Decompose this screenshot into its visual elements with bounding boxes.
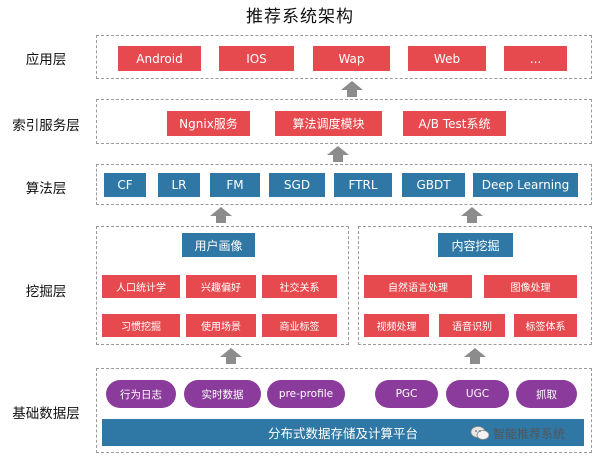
up-arrow-icon — [220, 348, 242, 364]
data-source-pill: pre-profile — [267, 380, 345, 408]
layer-label-index: 索引服务层 — [12, 118, 80, 134]
algo-item-fm: FM — [210, 173, 260, 197]
user-profile-item: 人口统计学 — [102, 275, 180, 298]
data-source-pill: UGC — [446, 380, 509, 408]
content-mining-item: 标签体系 — [514, 314, 577, 337]
watermark: 智能推荐系统 — [470, 422, 565, 444]
wechat-icon — [470, 425, 490, 441]
index-item-nginx: Ngnix服务 — [167, 111, 250, 136]
up-arrow-icon — [464, 348, 486, 364]
algo-item-ftrl: FTRL — [334, 173, 392, 197]
app-item-web: Web — [408, 46, 486, 71]
content-mining-item: 语音识别 — [439, 314, 505, 337]
layer-label-app: 应用层 — [25, 52, 67, 68]
up-arrow-icon — [327, 146, 349, 162]
index-item-abtest: A/B Test系统 — [403, 111, 506, 136]
content-mining-item: 视频处理 — [364, 314, 429, 337]
data-source-pill: 实时数据 — [184, 380, 261, 408]
up-arrow-icon — [210, 207, 232, 223]
data-source-pill: PGC — [375, 380, 438, 408]
index-item-scheduler: 算法调度模块 — [275, 111, 382, 136]
content-mining-item: 自然语言处理 — [364, 275, 472, 298]
algo-item-gbdt: GBDT — [402, 173, 465, 197]
diagram-title: 推荐系统架构 — [246, 7, 354, 27]
user-profile-header: 用户画像 — [182, 233, 255, 257]
user-profile-item: 商业标签 — [262, 314, 337, 337]
watermark-text: 智能推荐系统 — [493, 426, 566, 441]
algo-item-cf: CF — [104, 173, 146, 197]
layer-label-mining: 挖掘层 — [25, 284, 67, 300]
content-mining-header: 内容挖掘 — [438, 233, 513, 257]
algo-item-sgd: SGD — [269, 173, 325, 197]
app-item-android: Android — [118, 46, 201, 71]
app-item-more: ... — [504, 46, 567, 71]
content-mining-item: 图像处理 — [484, 275, 577, 298]
up-arrow-icon — [341, 81, 363, 97]
data-source-pill: 抓取 — [516, 380, 577, 408]
data-source-pill: 行为日志 — [106, 380, 176, 408]
layer-label-algo: 算法层 — [25, 181, 67, 197]
layer-label-base: 基础数据层 — [12, 406, 80, 422]
user-profile-item: 习惯挖掘 — [102, 314, 180, 337]
user-profile-item: 社交关系 — [262, 275, 337, 298]
algo-item-lr: LR — [158, 173, 200, 197]
user-profile-item: 使用场景 — [186, 314, 256, 337]
platform-bar: 分布式数据存储及计算平台 — [102, 419, 584, 446]
up-arrow-icon — [461, 207, 483, 223]
app-item-wap: Wap — [313, 46, 390, 71]
user-profile-item: 兴趣偏好 — [186, 275, 256, 298]
app-item-ios: IOS — [219, 46, 294, 71]
algo-item-deep-learning: Deep Learning — [473, 173, 578, 197]
